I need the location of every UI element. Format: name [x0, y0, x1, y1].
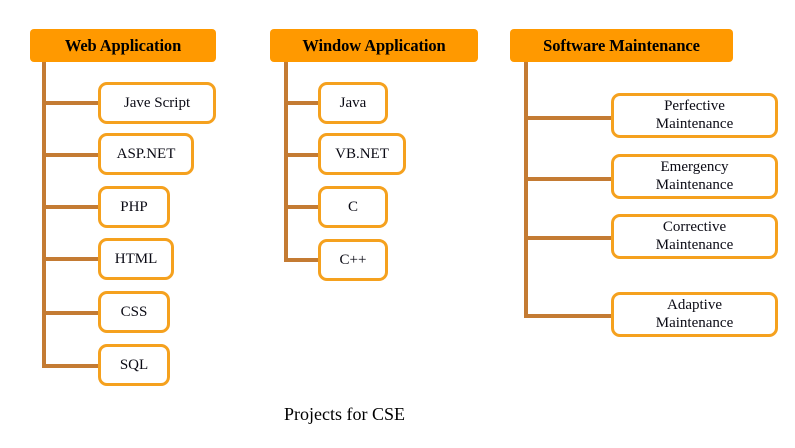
branch-maintenance-4 [524, 314, 616, 318]
branch-web-2 [42, 153, 100, 157]
leaf-box-c[interactable]: C [318, 186, 388, 228]
diagram-caption: Projects for CSE [284, 404, 405, 424]
leaf-label-java: Java [339, 94, 367, 111]
leaf-label-cpp: C++ [339, 251, 367, 268]
root-label-window-application: Window Application [302, 35, 446, 55]
branch-web-5 [42, 311, 100, 315]
branch-web-3 [42, 205, 100, 209]
branch-window-2 [284, 153, 322, 157]
leaf-label-perfective-line2: Maintenance [655, 115, 734, 132]
leaf-box-emergency-maintenance[interactable]: Emergency Maintenance [611, 154, 778, 199]
leaf-label-c: C [347, 198, 358, 215]
leaf-box-vb-net[interactable]: VB.NET [318, 133, 406, 175]
leaf-label-emergency-line2: Maintenance [655, 176, 734, 193]
spine-web-application [42, 62, 46, 368]
leaf-label-emergency-line1: Emergency [660, 159, 729, 176]
branch-window-3 [284, 205, 322, 209]
leaf-label-sql: SQL [119, 356, 149, 373]
branch-web-6 [42, 364, 100, 368]
root-box-web-application[interactable]: Web Application [30, 29, 216, 62]
leaf-label-html: HTML [114, 250, 158, 267]
leaf-box-adaptive-maintenance[interactable]: Adaptive Maintenance [611, 292, 778, 337]
branch-maintenance-3 [524, 236, 616, 240]
branch-window-1 [284, 101, 322, 105]
branch-window-4 [284, 258, 322, 262]
leaf-box-java[interactable]: Java [318, 82, 388, 124]
leaf-box-corrective-maintenance[interactable]: Corrective Maintenance [611, 214, 778, 259]
branch-maintenance-1 [524, 116, 616, 120]
leaf-label-corrective-line2: Maintenance [655, 236, 734, 253]
leaf-label-corrective-line1: Corrective [662, 219, 727, 236]
spine-software-maintenance [524, 62, 528, 318]
leaf-label-css: CSS [120, 303, 148, 320]
branch-maintenance-2 [524, 177, 616, 181]
leaf-box-perfective-maintenance[interactable]: Perfective Maintenance [611, 93, 778, 138]
leaf-label-vb-net: VB.NET [335, 145, 389, 162]
leaf-label-adaptive-line2: Maintenance [655, 314, 734, 331]
leaf-label-asp-net: ASP.NET [116, 145, 176, 162]
leaf-box-sql[interactable]: SQL [98, 344, 170, 386]
leaf-label-perfective-line1: Perfective [664, 98, 725, 115]
branch-web-4 [42, 257, 100, 261]
leaf-box-asp-net[interactable]: ASP.NET [98, 133, 194, 175]
leaf-label-jave-script: Jave Script [123, 94, 191, 111]
leaf-box-css[interactable]: CSS [98, 291, 170, 333]
leaf-box-php[interactable]: PHP [98, 186, 170, 228]
leaf-box-cpp[interactable]: C++ [318, 239, 388, 281]
spine-window-application [284, 62, 288, 262]
leaf-box-html[interactable]: HTML [98, 238, 174, 280]
leaf-label-adaptive-line1: Adaptive [667, 297, 722, 314]
root-box-software-maintenance[interactable]: Software Maintenance [510, 29, 733, 62]
leaf-label-php: PHP [120, 198, 148, 215]
root-label-software-maintenance: Software Maintenance [543, 35, 700, 55]
leaf-box-jave-script[interactable]: Jave Script [98, 82, 216, 124]
root-box-window-application[interactable]: Window Application [270, 29, 478, 62]
root-label-web-application: Web Application [64, 35, 182, 55]
branch-web-1 [42, 101, 100, 105]
